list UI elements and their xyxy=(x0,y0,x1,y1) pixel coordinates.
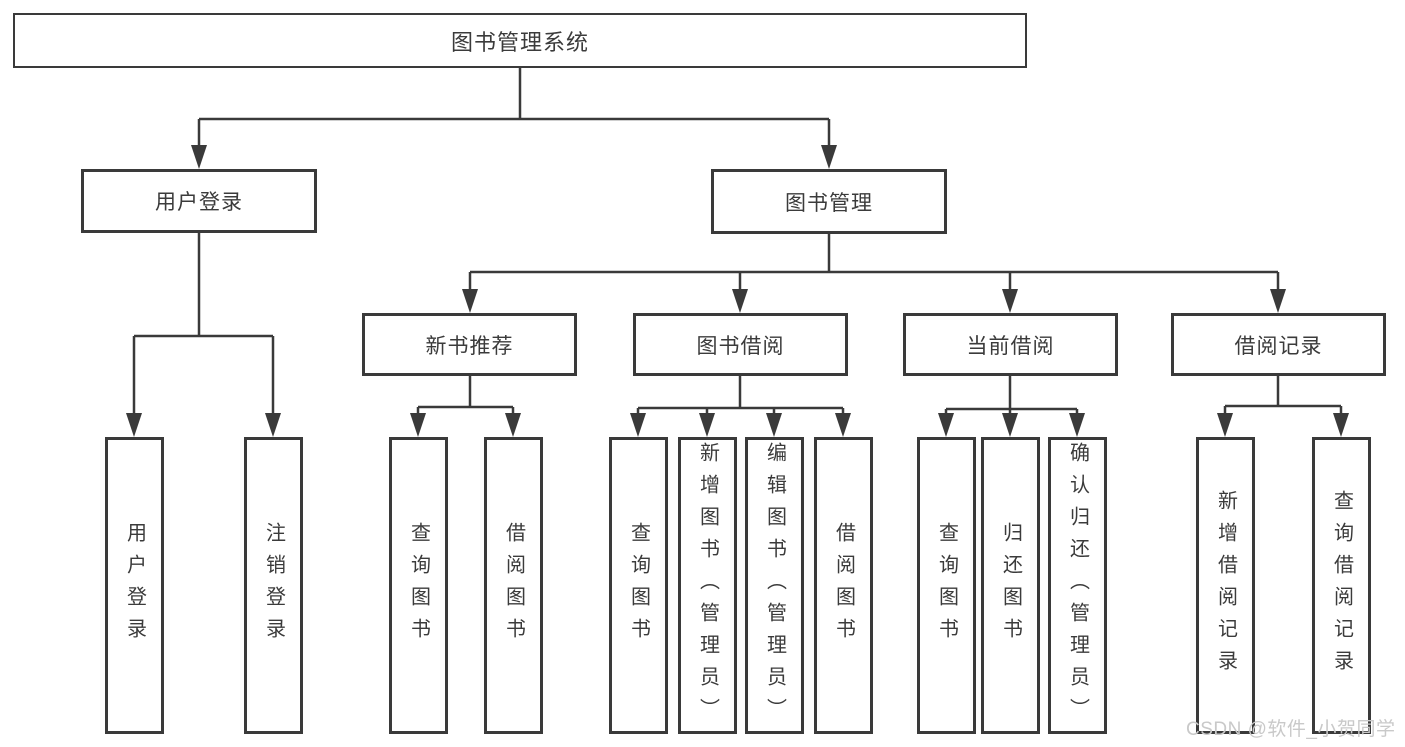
node-label: 查询图书 xyxy=(407,521,430,650)
node-label: 借阅图书 xyxy=(502,521,525,650)
node-label: 图书管理系统 xyxy=(450,29,589,55)
node-label: 借阅图书 xyxy=(832,521,855,650)
node-user-login: 用户登录 xyxy=(81,169,317,233)
node-label: 编辑图书（管理员） xyxy=(763,441,786,730)
node-label: 新增图书（管理员） xyxy=(696,441,719,730)
leaf-user-login: 用户登录 xyxy=(105,437,164,734)
node-label: 新增借阅记录 xyxy=(1214,489,1237,682)
node-new-book-recommendation: 新书推荐 xyxy=(362,313,577,376)
leaf-query-books-borrowing: 查询图书 xyxy=(609,437,668,734)
node-book-borrowing: 图书借阅 xyxy=(633,313,848,376)
leaf-confirm-return-admin: 确认归还（管理员） xyxy=(1048,437,1107,734)
node-label: 确认归还（管理员） xyxy=(1066,441,1089,730)
connector-root-to-level2 xyxy=(197,68,831,152)
leaf-edit-book-admin: 编辑图书（管理员） xyxy=(745,437,804,734)
leaf-return-books: 归还图书 xyxy=(981,437,1040,734)
watermark: CSDN @软件_小贺同学 xyxy=(1186,719,1396,740)
node-label: 用户登录 xyxy=(123,521,146,650)
leaf-query-books-recommend: 查询图书 xyxy=(389,437,448,734)
leaf-query-books-current: 查询图书 xyxy=(917,437,976,734)
connector-book-borrowing-children xyxy=(636,376,845,420)
arrowheads xyxy=(126,145,1349,437)
leaf-borrow-books-recommend: 借阅图书 xyxy=(484,437,543,734)
leaf-add-borrow-record: 新增借阅记录 xyxy=(1196,437,1255,734)
node-current-borrowing: 当前借阅 xyxy=(903,313,1118,376)
node-book-management: 图书管理 xyxy=(711,169,947,234)
connector-user-login-children xyxy=(132,233,275,420)
leaf-query-borrow-record: 查询借阅记录 xyxy=(1312,437,1371,734)
node-label: 图书管理 xyxy=(785,191,873,215)
node-label: 图书借阅 xyxy=(696,334,785,358)
connector-book-management-children xyxy=(468,234,1280,296)
node-label: 新书推荐 xyxy=(425,334,514,358)
node-label: 查询图书 xyxy=(935,521,958,650)
node-label: 查询借阅记录 xyxy=(1330,489,1353,682)
leaf-borrow-books: 借阅图书 xyxy=(814,437,873,734)
node-label: 查询图书 xyxy=(627,521,650,650)
connector-new-book-children xyxy=(416,376,515,420)
leaf-logout: 注销登录 xyxy=(244,437,303,734)
node-label: 当前借阅 xyxy=(966,334,1055,358)
node-label: 注销登录 xyxy=(262,521,285,650)
node-label: 用户登录 xyxy=(155,191,243,214)
connector-borrow-records-children xyxy=(1223,376,1343,420)
node-label: 归还图书 xyxy=(999,521,1022,650)
node-library-management-system: 图书管理系统 xyxy=(13,13,1027,68)
node-borrowing-records: 借阅记录 xyxy=(1171,313,1386,376)
node-label: 借阅记录 xyxy=(1234,334,1323,358)
leaf-add-book-admin: 新增图书（管理员） xyxy=(678,437,737,734)
